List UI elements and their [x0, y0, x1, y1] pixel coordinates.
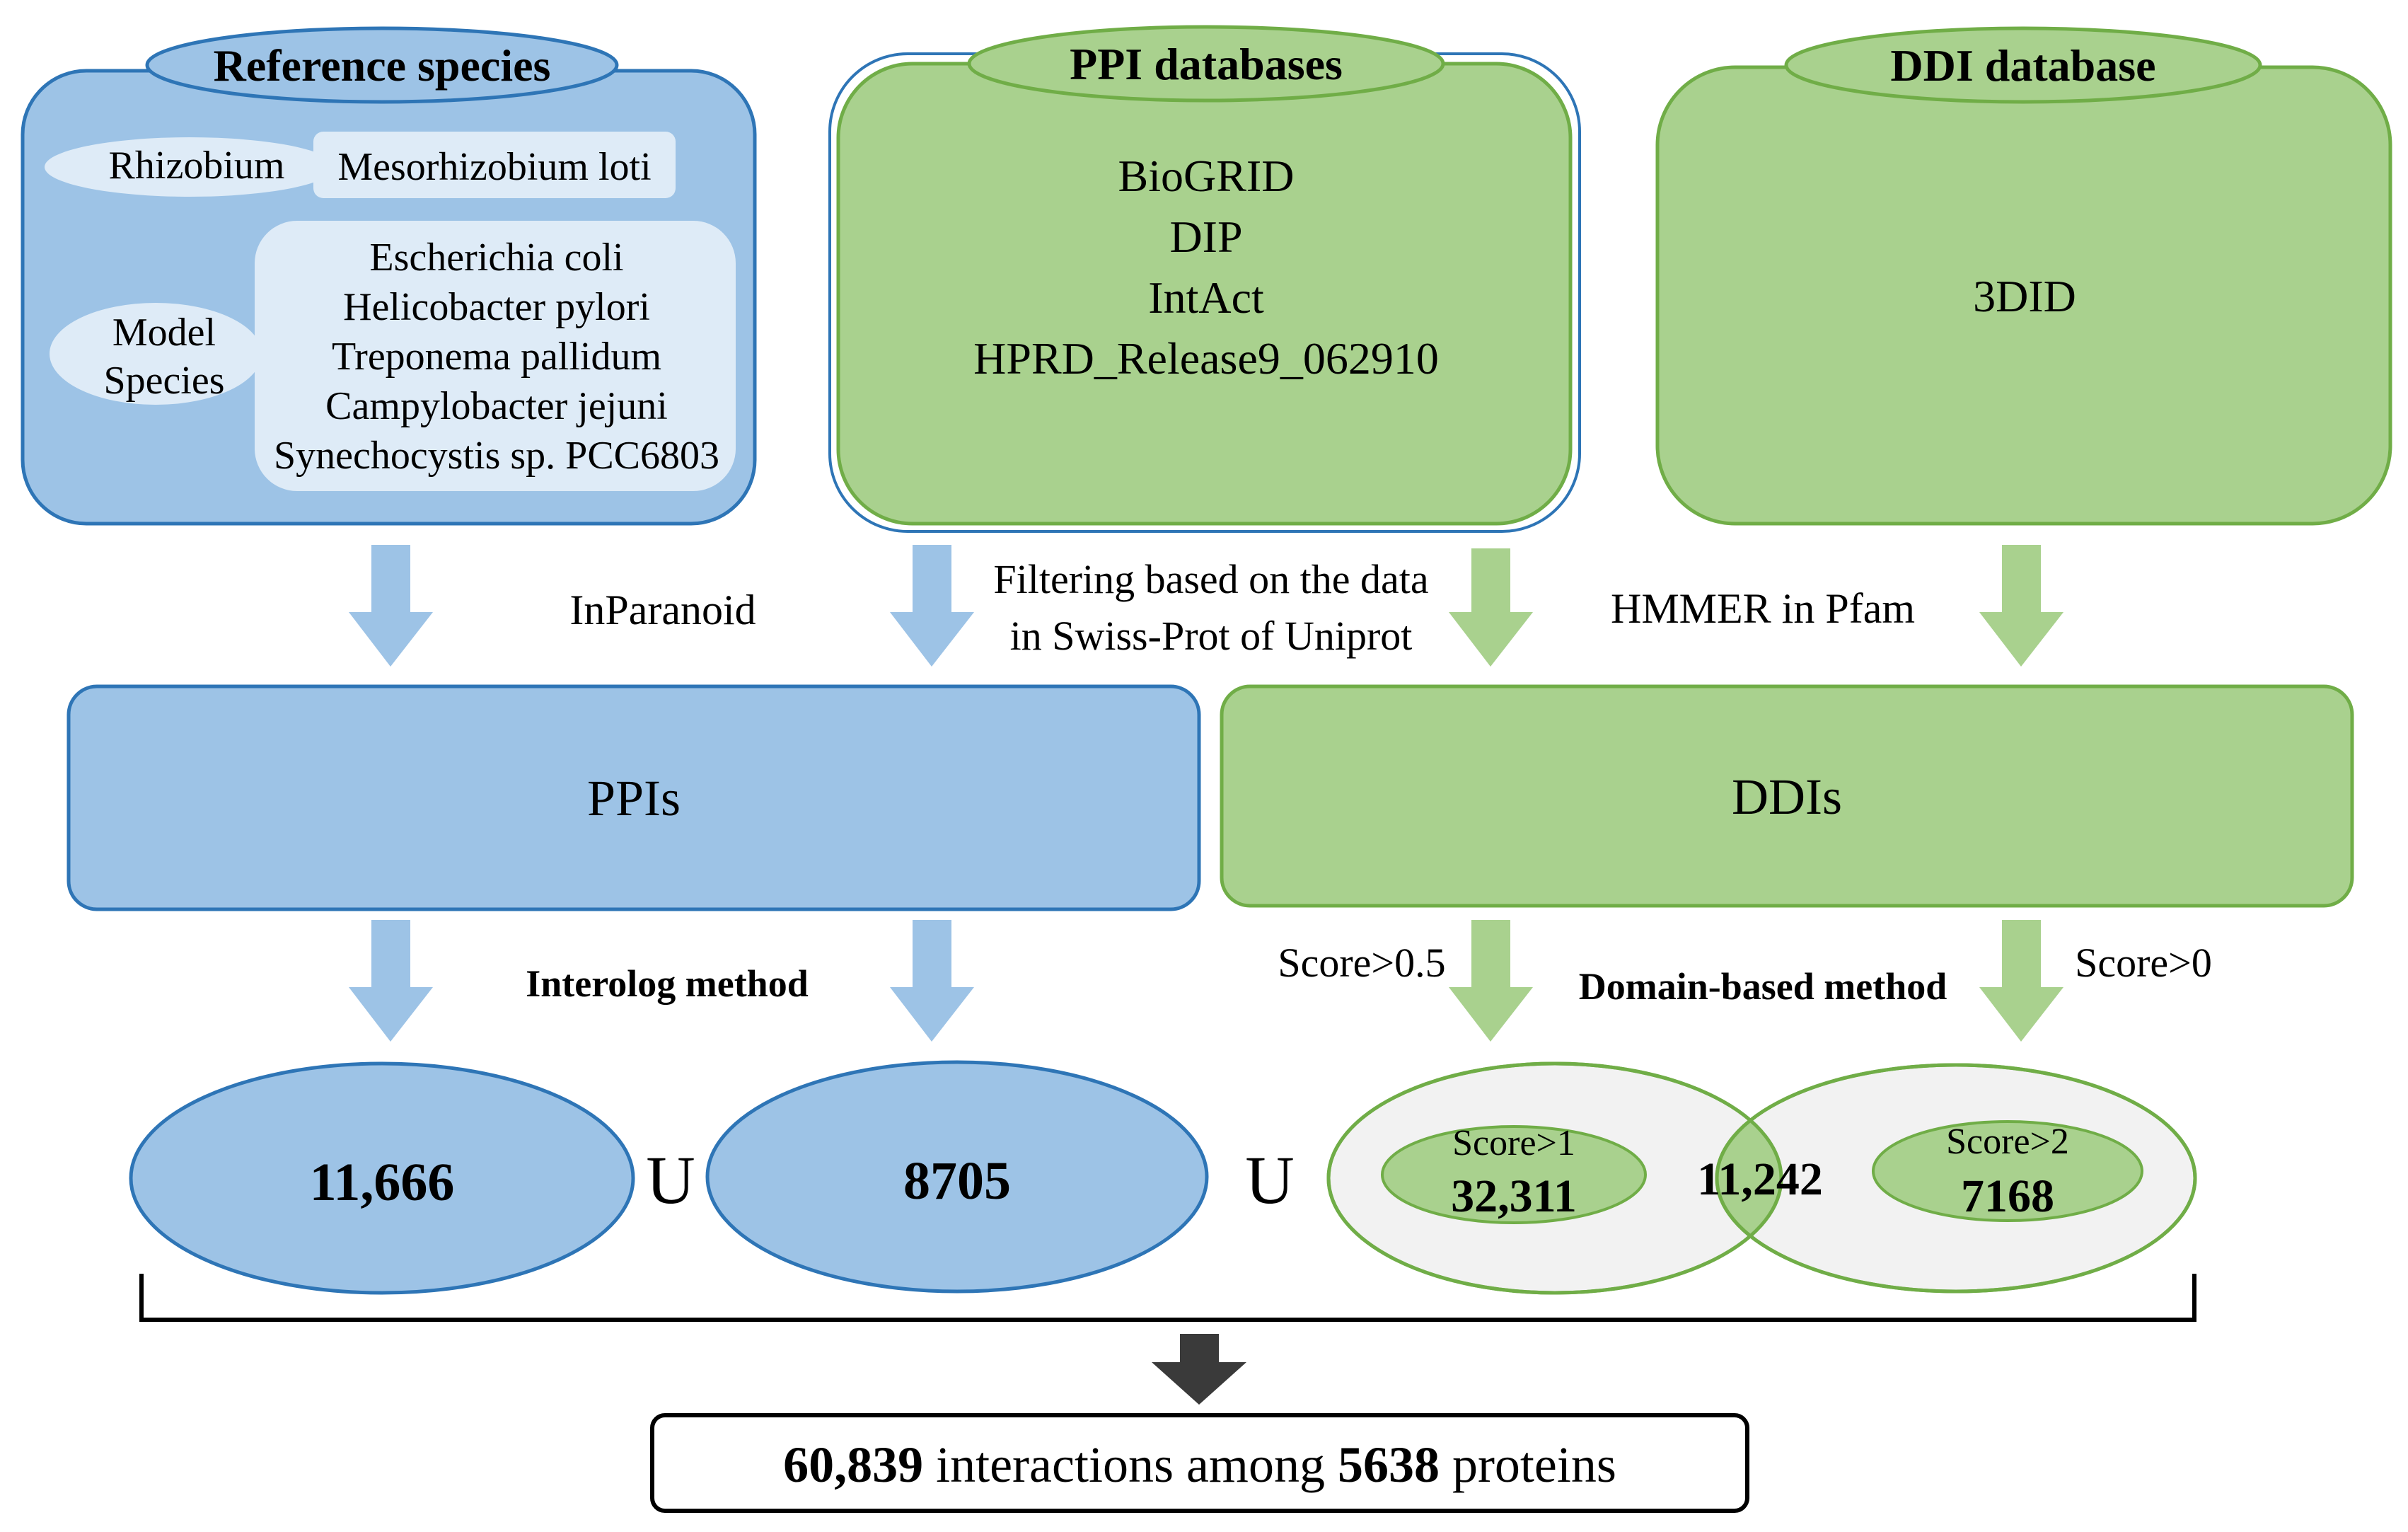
intersection-count: 11,242: [1697, 1153, 1823, 1205]
model-species-item: Helicobacter pylori: [343, 285, 650, 329]
ddi-database-item: 3DID: [1973, 271, 2076, 321]
ddi-database-title: DDI database: [1890, 40, 2155, 91]
score-05-label: Score>0.5: [1278, 940, 1445, 986]
score1-count: 32,311: [1451, 1170, 1577, 1222]
filtered-result-ellipse: [705, 1060, 1209, 1294]
score2-ellipse: [1872, 1120, 2143, 1222]
ppi-database-item: DIP: [1169, 212, 1242, 262]
model-species-label-line2: Species: [103, 359, 224, 403]
hmmer-label: HMMER in Pfam: [1611, 585, 1915, 632]
ddi-database-panel: DDI database 3DID: [1655, 26, 2392, 526]
union-symbol: U: [1245, 1142, 1294, 1218]
model-species-item: Synechocystis sp. PCC6803: [274, 434, 719, 478]
reference-species-panel: Reference species Rhizobium Mesorhizobiu…: [21, 26, 757, 526]
ppi-databases-title: PPI databases: [1070, 39, 1343, 89]
summary-interactions-text: interactions among: [936, 1436, 1325, 1493]
arrow-down-icon: [349, 920, 433, 1042]
ppi-databases-title-pill: [967, 25, 1445, 103]
ddi-database-title-pill: [1784, 26, 2262, 104]
inparanoid-label: InParanoid: [569, 587, 756, 633]
arrow-down-icon: [1979, 545, 2063, 667]
domain-based-method-label: Domain-based method: [1579, 965, 1947, 1008]
score2-label: Score>2: [1946, 1122, 2069, 1162]
arrow-down-icon: [1449, 920, 1533, 1042]
ppis-label: PPIs: [587, 770, 681, 827]
model-species-label-line1: Model: [112, 311, 216, 355]
venn-left-outline: [1326, 1061, 1783, 1295]
rhizobium-label: Rhizobium: [109, 144, 285, 188]
filtered-count: 8705: [903, 1151, 1011, 1211]
filtering-label-line1: Filtering based on the data: [993, 556, 1428, 602]
model-species-item: Treponema pallidum: [332, 335, 661, 379]
filtering-label-line2: in Swiss-Prot of Uniprot: [1010, 613, 1413, 659]
domain-venn-diagram: Score>1 32,311 11,242 Score>2 7168: [1326, 1061, 2197, 1295]
rhizobium-label-pill: [45, 137, 335, 197]
ddis-box: [1220, 684, 2354, 908]
ppis-box: [66, 684, 1201, 911]
arrow-down-icon: [890, 545, 974, 667]
arrow-down-icon: [349, 545, 433, 667]
summary-proteins-count: 5638: [1338, 1436, 1440, 1493]
interolog-method-label: Interolog method: [526, 962, 809, 1005]
arrow-down-icon: [1152, 1334, 1246, 1405]
reference-species-title-pill: [145, 26, 619, 104]
rhizobium-species: Mesorhizobium loti: [337, 145, 651, 189]
ddi-database-list: 3DID: [1973, 271, 2076, 321]
union-symbol: U: [646, 1142, 695, 1218]
arrow-down-icon: [1449, 548, 1533, 667]
score1-label: Score>1: [1452, 1123, 1575, 1163]
summary-interactions-count: 60,839: [783, 1436, 923, 1493]
score1-ellipse: [1381, 1125, 1647, 1224]
reference-species-title: Reference species: [214, 40, 551, 91]
arrow-down-icon: [1979, 920, 2063, 1042]
score-0-label: Score>0: [2075, 940, 2212, 986]
score2-count: 7168: [1961, 1170, 2054, 1222]
summary-box: [650, 1413, 1749, 1513]
model-species-item: Escherichia coli: [369, 236, 623, 280]
rhizobium-species-box: [313, 132, 676, 198]
interolog-result-ellipse: [129, 1061, 635, 1295]
venn-right-outline: [1715, 1063, 2197, 1294]
ppi-database-item: BioGRID: [1118, 151, 1295, 201]
model-species-label-pill: [50, 303, 262, 405]
model-species-box: [255, 221, 736, 491]
ppi-databases-panel: PPI databases BioGRID DIP IntActHPRD_Relea…: [828, 25, 1581, 533]
ddis-label: DDIs: [1732, 768, 1842, 825]
model-species-item: Campylobacter jejuni: [325, 384, 668, 428]
union-bracket: [139, 1274, 2196, 1322]
ppi-database-item: IntAct: [1148, 272, 1264, 323]
arrow-down-icon: [890, 920, 974, 1042]
summary-proteins-text: proteins: [1452, 1436, 1616, 1493]
interolog-count: 11,666: [310, 1153, 455, 1212]
ppi-database-item: HPRD_Release9_062910: [973, 333, 1439, 384]
